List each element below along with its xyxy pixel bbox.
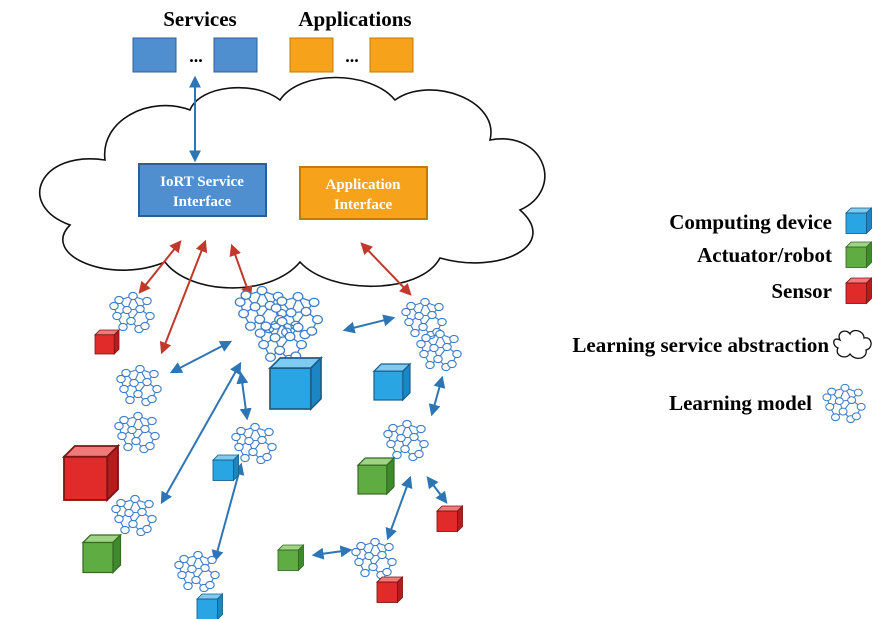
cloud-link-arrow [360, 242, 412, 296]
model-link-arrow [211, 462, 245, 563]
iort-service-interface [138, 163, 267, 217]
application-box-1 [289, 37, 334, 73]
model-link-arrow [342, 314, 396, 334]
legend-actuator-robot-label: Actuator/robot [697, 243, 832, 267]
app-interface-line1: Application [325, 177, 401, 193]
legend-computing-device-label: Computing device [669, 210, 832, 234]
legend-sensor-label: Sensor [771, 279, 832, 303]
sensor-cube [63, 445, 119, 501]
legend-learning-model-label: Learning model [669, 391, 812, 415]
learning-model [416, 329, 462, 372]
iort-interface-line1: IoRT Service [160, 174, 244, 190]
learning-service-cloud [39, 76, 546, 289]
services-label: Services [163, 7, 236, 31]
legend-computing-device-icon [845, 207, 872, 234]
app-interface-line2: Interface [334, 197, 393, 213]
application-interface [299, 166, 428, 220]
model-link-arrow [169, 340, 233, 374]
model-link-arrow [236, 371, 252, 421]
legend-cloud-icon [833, 329, 872, 360]
learning-model [383, 419, 429, 462]
legend-actuator-robot-icon [845, 241, 872, 268]
computing-device-cube [269, 357, 322, 410]
legend-learning-model-icon [822, 383, 866, 424]
learning-model [111, 494, 157, 537]
service-box-2 [213, 37, 258, 73]
sensor-cube [376, 576, 403, 603]
learning-model [254, 316, 308, 365]
legend-learning-service-abstraction-label: Learning service abstraction [572, 333, 829, 357]
computing-device-cube [373, 363, 411, 401]
model-link-arrow [311, 545, 353, 560]
cloud-link-arrow [159, 239, 208, 355]
learning-model [351, 537, 397, 580]
cloud-links [138, 239, 412, 355]
sensor-cube [94, 329, 120, 355]
services-ellipsis: ... [189, 46, 203, 66]
actuator-robot-cube [82, 534, 122, 574]
applications-label: Applications [298, 7, 411, 31]
sensor-cube [436, 505, 463, 532]
legend: Computing device Actuator/robot Sensor L… [572, 207, 872, 424]
actuator-robot-cube [357, 457, 395, 495]
computing-device-cube [196, 593, 223, 619]
learning-model [174, 550, 220, 593]
learning-model [109, 291, 155, 334]
model-links [160, 314, 448, 563]
model-link-arrow [160, 361, 242, 505]
iort-interface-line2: Interface [173, 194, 232, 210]
cloud-link-arrow [229, 243, 253, 299]
service-box-1 [132, 37, 177, 73]
learning-model [116, 364, 162, 407]
learning-model [114, 411, 160, 454]
model-link-arrow [385, 475, 413, 541]
legend-sensor-icon [845, 277, 872, 304]
model-link-arrow [426, 476, 448, 504]
computing-device-cube [212, 454, 239, 481]
application-box-2 [369, 37, 414, 73]
actuator-robot-cube [277, 544, 304, 571]
model-link-arrow [428, 375, 446, 417]
applications-ellipsis: ... [345, 46, 359, 66]
